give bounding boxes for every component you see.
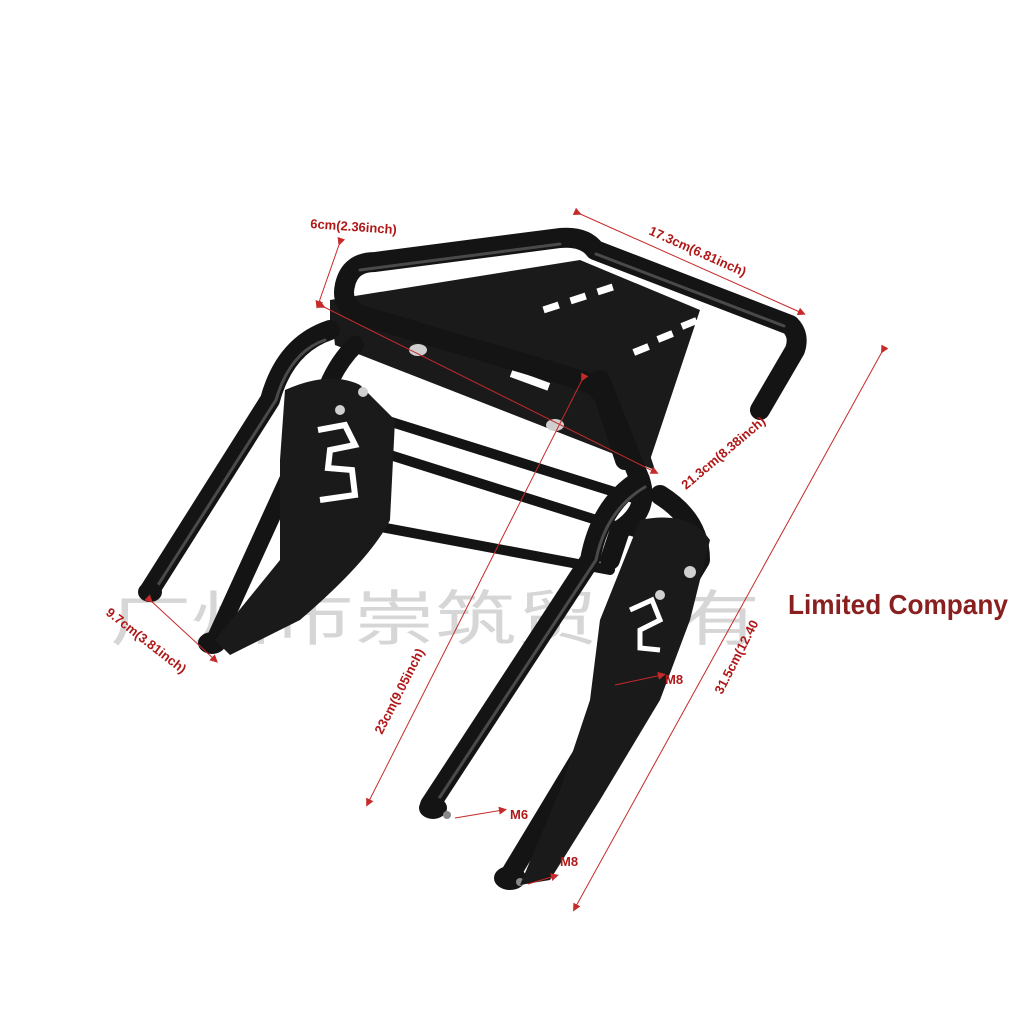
watermark-english: Limited Company	[788, 589, 1008, 620]
dim-top-height: 6cm(2.36inch)	[310, 216, 398, 237]
bolt-m8-lower: M8	[560, 854, 578, 869]
right-bracket	[520, 517, 710, 885]
watermark-backdrop	[786, 584, 1014, 624]
bolt-m6: M6	[510, 807, 528, 822]
dim-mid-height: 23cm(9.05inch)	[371, 646, 427, 737]
dimension-lines	[144, 207, 889, 912]
bolt-m8-upper: M8	[665, 672, 683, 687]
dim-plate-length: 21.3cm(8.38inch)	[678, 413, 768, 492]
